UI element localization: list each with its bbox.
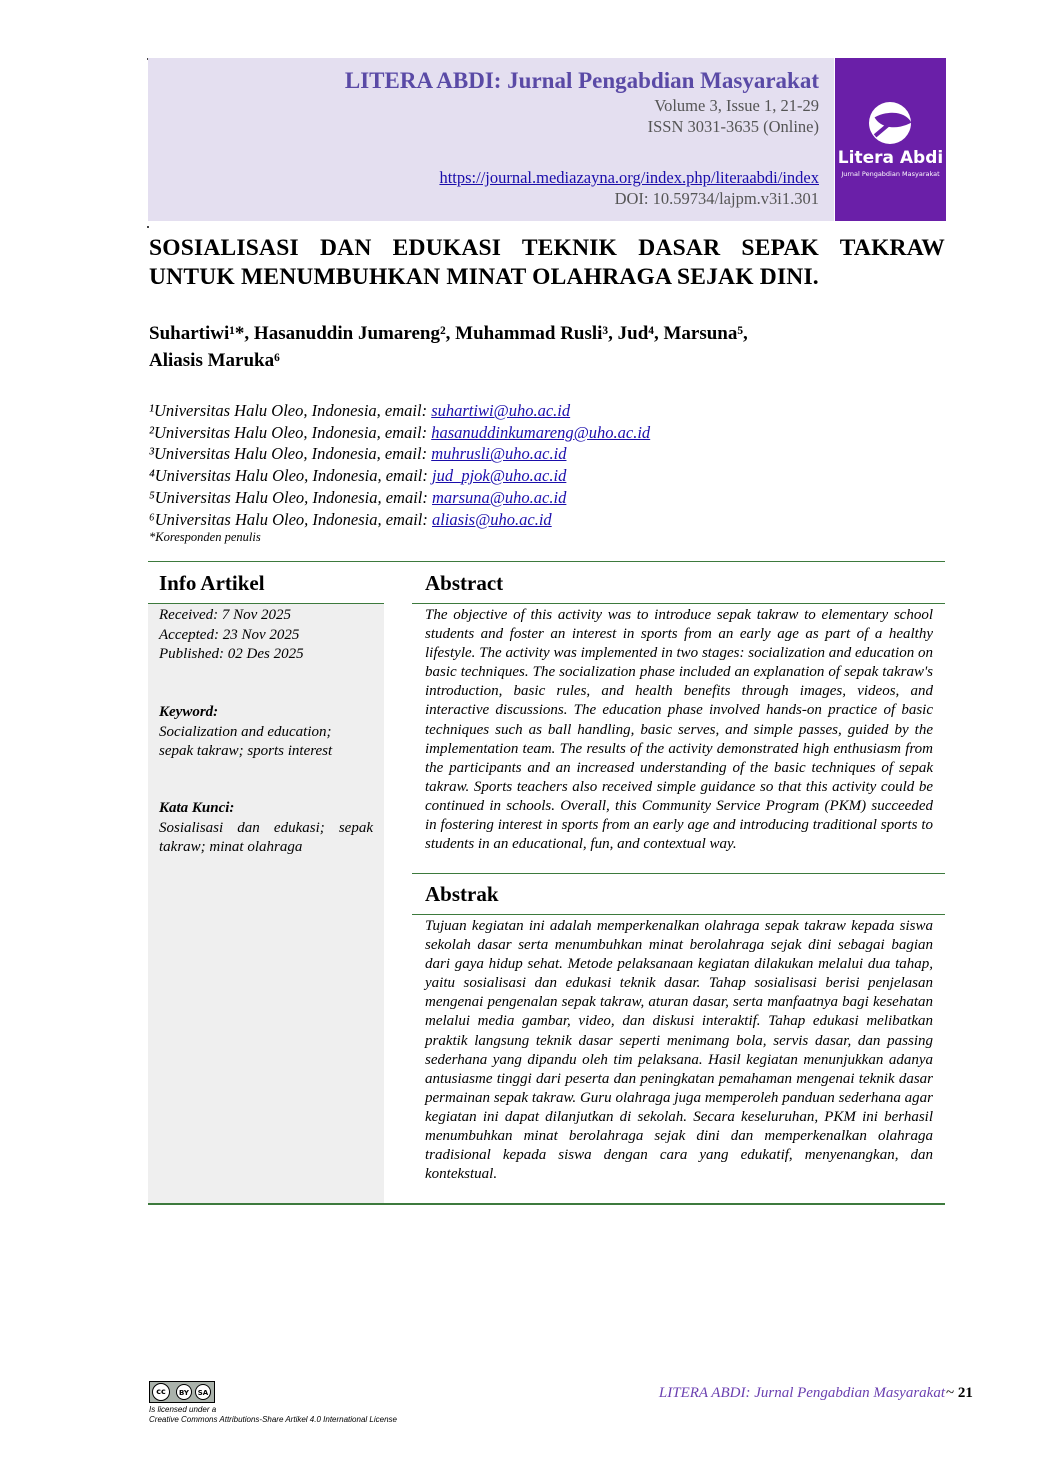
abstract-text: The objective of this activity was to in…	[425, 607, 933, 853]
logo-subtitle: Jurnal Pengabdian Masyarakat	[841, 170, 940, 178]
title-line: UNTUK MENUMBUHKAN MINAT OLAHRAGA SEJAK D…	[149, 264, 819, 290]
keyword-line: sepak takraw; sports interest	[159, 743, 333, 759]
license-text: Is licensed under a Creative Commons Att…	[149, 1405, 397, 1425]
footer-journal: LITERA ABDI: Jurnal Pengabdian Masyaraka…	[658, 1385, 945, 1401]
email-link[interactable]: marsuna@uho.ac.id	[432, 487, 567, 507]
journal-logo: Litera Abdi Jurnal Pengabdian Masyarakat	[835, 58, 946, 221]
keyword-line: Socialization and education;	[159, 723, 332, 740]
affiliation-row: ¹Universitas Halu Oleo, Indonesia, email…	[149, 400, 945, 422]
published-date: Published: 02 Des 2025	[159, 646, 304, 662]
author-line: Suhartiwi¹*, Hasanuddin Jumareng², Muham…	[149, 323, 748, 344]
affiliation-list: ¹Universitas Halu Oleo, Indonesia, email…	[149, 400, 945, 530]
journal-volume: Volume 3, Issue 1, 21-29	[654, 96, 819, 115]
affiliation-text: ¹Universitas Halu Oleo, Indonesia, email…	[149, 401, 432, 420]
journal-url-link[interactable]: https://journal.mediazayna.org/index.php…	[439, 168, 819, 187]
cc-license-badge[interactable]: cc BY SA	[149, 1381, 215, 1403]
divider	[412, 603, 945, 604]
divider	[148, 603, 384, 604]
abstrak-text: Tujuan kegiatan ini adalah memperkenalka…	[425, 918, 933, 1183]
abstrak-heading: Abstrak	[425, 882, 499, 906]
journal-name: LITERA ABDI: Jurnal Pengabdian Masyaraka…	[344, 68, 819, 93]
affiliation-text: ³Universitas Halu Oleo, Indonesia, email…	[149, 444, 432, 464]
cc-icon: cc	[152, 1383, 170, 1401]
affiliation-row: ⁴Universitas Halu Oleo, Indonesia, email…	[149, 465, 945, 487]
corner-mark	[147, 226, 149, 228]
logo-title: Litera Abdi	[837, 148, 944, 168]
katakunci-line: Sosialisasi dan edukasi; sepak	[159, 819, 373, 836]
title-line: SOSIALISASI DAN EDUKASI TEKNIK DASAR SEP…	[149, 235, 945, 261]
divider	[412, 914, 945, 915]
email-link[interactable]: jud_pjok@uho.ac.id	[432, 466, 567, 486]
author-list: Suhartiwi¹*, Hasanuddin Jumareng², Muham…	[149, 320, 945, 374]
corresponding-note: *Koresponden penulis	[149, 530, 261, 544]
article-dates: Received: 7 Nov 2025 Accepted: 23 Nov 20…	[159, 606, 373, 665]
license-line: Is licensed under a	[149, 1405, 217, 1414]
page-number-value: 21	[957, 1385, 973, 1401]
email-link[interactable]: suhartiwi@uho.ac.id	[431, 401, 571, 420]
affiliation-row: ³Universitas Halu Oleo, Indonesia, email…	[149, 443, 945, 465]
info-panel	[148, 603, 384, 1203]
journal-issn: ISSN 3031-3635 (Online)	[647, 117, 819, 136]
abstract-heading: Abstract	[425, 571, 504, 595]
affiliation-text: ⁴Universitas Halu Oleo, Indonesia, email…	[149, 466, 432, 486]
accepted-date: Accepted: 23 Nov 2025	[159, 626, 300, 643]
katakunci-label: Kata Kunci:	[159, 800, 235, 816]
journal-header: LITERA ABDI: Jurnal Pengabdian Masyaraka…	[148, 58, 834, 221]
divider	[148, 561, 945, 562]
received-date: Received: 7 Nov 2025	[159, 607, 292, 623]
kata-kunci: Kata Kunci: Sosialisasi dan edukasi; sep…	[159, 799, 373, 858]
affiliation-text: ⁶Universitas Halu Oleo, Indonesia, email…	[149, 509, 432, 529]
article-title: SOSIALISASI DAN EDUKASI TEKNIK DASAR SEP…	[149, 234, 945, 292]
email-link[interactable]: muhrusli@uho.ac.id	[431, 444, 567, 464]
author-line: Aliasis Maruka⁶	[149, 350, 280, 371]
email-link[interactable]: aliasis@uho.ac.id	[432, 509, 552, 529]
affiliation-text: ⁵Universitas Halu Oleo, Indonesia, email…	[149, 487, 432, 507]
affiliation-row: ⁶Universitas Halu Oleo, Indonesia, email…	[149, 509, 945, 531]
affiliation-row: ²Universitas Halu Oleo, Indonesia, email…	[149, 422, 945, 444]
katakunci-line: takraw; minat olahraga	[159, 839, 303, 855]
keyword-label: Keyword:	[159, 704, 219, 720]
info-heading: Info Artikel	[159, 571, 265, 595]
keywords: Keyword: Socialization and education; se…	[159, 703, 373, 762]
by-icon: BY	[176, 1384, 192, 1400]
divider	[148, 1203, 945, 1205]
journal-doi: DOI: 10.59734/lajpm.v3i1.301	[614, 189, 819, 208]
affiliation-text: ²Universitas Halu Oleo, Indonesia, email…	[149, 422, 432, 442]
quill-icon	[869, 102, 911, 144]
footer-separator: ~	[946, 1385, 955, 1401]
sa-icon: SA	[195, 1384, 211, 1400]
page-number: ~ 21	[946, 1385, 973, 1402]
affiliation-row: ⁵Universitas Halu Oleo, Indonesia, email…	[149, 487, 945, 509]
email-link[interactable]: hasanuddinkumareng@uho.ac.id	[431, 422, 651, 442]
divider	[412, 873, 945, 874]
license-line: Creative Commons Attributions-Share Arti…	[149, 1415, 397, 1424]
